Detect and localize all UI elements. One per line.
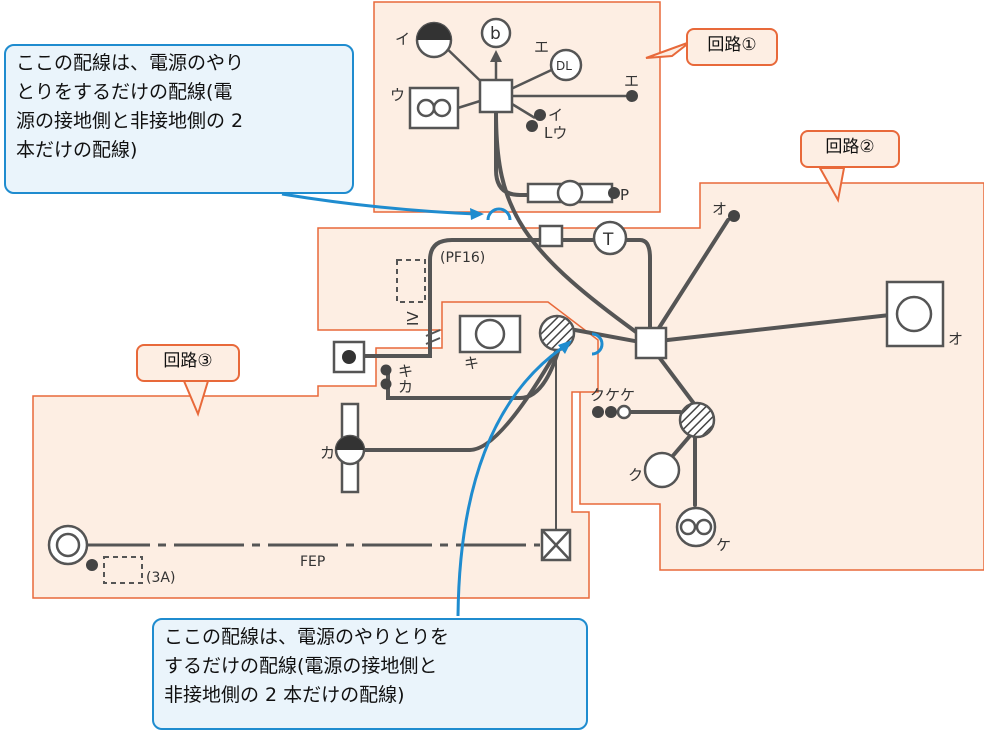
symbol-labels: b DL T イ ウ エ エ イ Lウ P オ オ キ キ カ カ クケケ ク … (146, 24, 963, 586)
hatched-lamp-2 (678, 401, 716, 439)
callout-top-line: とりをするだけの配線(電 (16, 81, 233, 103)
circuit2-devices (592, 210, 945, 548)
label-kkk: クケケ (590, 386, 635, 404)
arrowhead-bottom (558, 340, 572, 354)
circuit3-region (32, 301, 599, 599)
label-iv: IV (404, 311, 422, 326)
dashed-box-3a (103, 556, 143, 584)
label-o1: オ (712, 200, 727, 218)
callout-bottom-line: するだけの配線(電源の接地側と (164, 655, 438, 677)
junction-box-top (478, 78, 514, 114)
wire-hatched-ka (358, 343, 562, 452)
crossing-arc-top (486, 207, 512, 221)
timer-box (538, 224, 564, 248)
callout-top-line: 本だけの配線) (16, 139, 138, 161)
circuit2-tag: 回路② (800, 130, 900, 168)
junction-box-center (634, 326, 668, 360)
circuit3-tag: 回路③ (136, 344, 240, 382)
wire-top-loop (494, 110, 562, 197)
label-e1: エ (534, 38, 549, 56)
arrowhead-top (470, 208, 484, 220)
label-ku: ク (628, 466, 643, 484)
symbol-b: b (490, 24, 501, 44)
symbol-t: T (602, 230, 614, 250)
callout-top-line: ここの配線は、電源のやり (16, 52, 245, 74)
callout-bottom-line: ここの配線は、電源のやりとりを (164, 626, 450, 648)
circuit2-region (317, 182, 984, 571)
label-u: ウ (390, 86, 405, 104)
middle-devices (332, 220, 628, 494)
ceiling-light-i-half (417, 23, 451, 40)
callout-top-line: 源の接地側と非接地側の 2 (16, 110, 244, 132)
label-fep: FEP (300, 554, 325, 570)
lamp-ku (643, 451, 681, 489)
label-e2: エ (624, 72, 639, 90)
wire-left-loop (363, 238, 652, 358)
label-ki1: キ (398, 362, 413, 380)
callout-top: ここの配線は、電源のやり とりをするだけの配線(電 源の接地側と非接地側の 2 … (4, 44, 354, 194)
label-ka2: カ (320, 444, 335, 462)
tag-tails (182, 41, 846, 417)
label-iL: イ (548, 106, 563, 124)
wire-box-oright (648, 313, 892, 344)
crossing-arc-bottom (591, 332, 604, 356)
label-i: イ (395, 30, 410, 48)
symbol-b-circle (480, 17, 512, 49)
circuit-regions (32, 1, 984, 599)
arrow-up-icon (490, 50, 502, 62)
dashed-box-upper (396, 259, 426, 303)
label-Lu: Lウ (544, 124, 567, 142)
circuit3-devices (47, 524, 572, 584)
wires (358, 110, 892, 546)
label-p: P (620, 186, 629, 204)
crossing-markers (486, 207, 604, 356)
label-ki2: キ (464, 354, 479, 372)
circuit1-tag: 回路① (686, 28, 778, 66)
downlight-dl (549, 48, 583, 82)
label-ka1: カ (398, 378, 413, 396)
symbol-dl: DL (556, 59, 572, 73)
wire-box-o (648, 218, 730, 344)
label-pf16: (PF16) (440, 250, 485, 266)
callout-bottom: ここの配線は、電源のやりとりを するだけの配線(電源の接地側と 非接地側の 2 … (152, 618, 588, 730)
wire-hatched-box (573, 328, 642, 344)
callout-arrows (281, 192, 563, 617)
label-ke: ケ (716, 536, 731, 554)
label-3a: (3A) (146, 570, 175, 586)
circuit1-devices (408, 17, 638, 207)
callout-bottom-line: 非接地側の 2 本だけの配線) (164, 684, 405, 706)
label-o2: オ (948, 330, 963, 348)
t-symbol-circle (592, 220, 628, 256)
